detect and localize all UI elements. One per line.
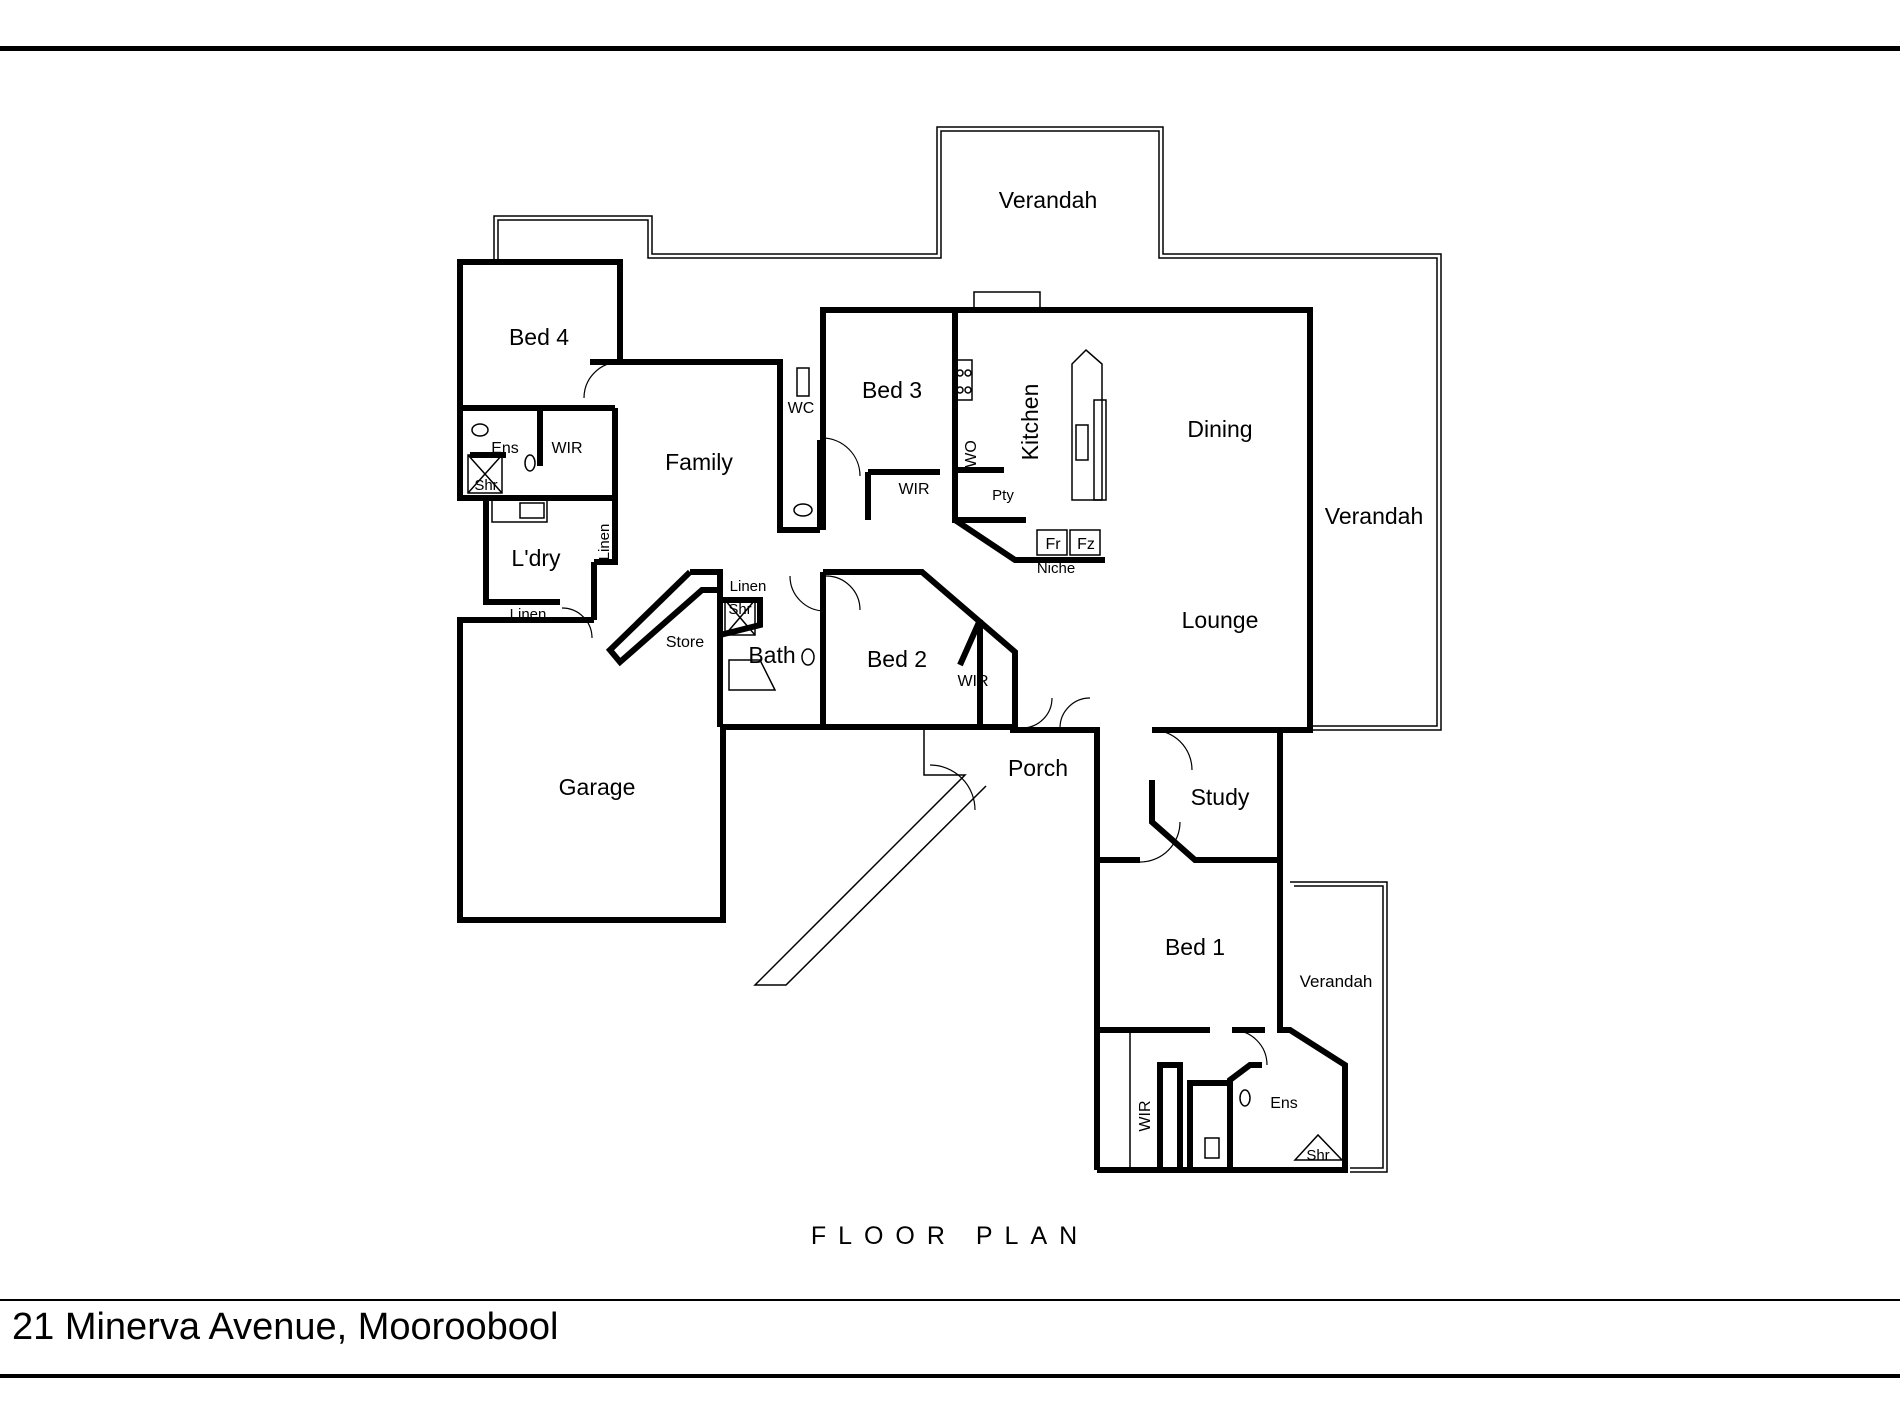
verandah-outlines: [493, 126, 1442, 1173]
label-wir-bed3: WIR: [898, 481, 929, 498]
label-shr-bed4: Shr: [474, 477, 497, 494]
label-fz: Fz: [1077, 536, 1095, 553]
label-store: Store: [666, 634, 704, 651]
label-ens-bed1: Ens: [1270, 1095, 1298, 1112]
floor-plan-caption: FLOOR PLAN: [810, 1222, 1090, 1250]
label-garage: Garage: [559, 774, 636, 800]
label-shr-bed1: Shr: [1306, 1147, 1329, 1164]
label-bed2: Bed 2: [867, 646, 927, 672]
label-bed1: Bed 1: [1165, 934, 1225, 960]
label-family: Family: [665, 449, 733, 475]
label-verandah-top: Verandah: [999, 187, 1097, 213]
label-linen-laundry-bottom: Linen: [510, 606, 547, 623]
label-niche: Niche: [1037, 560, 1075, 577]
label-ens-bed4: Ens: [491, 440, 519, 457]
label-wir-bed1: WIR: [1137, 1100, 1154, 1131]
label-wo: WO: [963, 440, 980, 468]
label-verandah-right: Verandah: [1325, 503, 1423, 529]
walls: [457, 259, 1348, 1173]
label-study: Study: [1191, 784, 1250, 810]
label-porch: Porch: [1008, 755, 1068, 781]
label-laundry: L'dry: [511, 545, 561, 571]
label-lounge: Lounge: [1182, 607, 1259, 633]
label-dining: Dining: [1187, 416, 1252, 442]
label-shr-bath: Shr: [728, 601, 751, 618]
top-rule: [0, 46, 1900, 51]
label-wir-bed4: WIR: [551, 440, 582, 457]
label-verandah-bed1: Verandah: [1300, 972, 1373, 991]
label-kitchen: Kitchen: [1017, 384, 1043, 461]
label-linen-bath: Linen: [730, 578, 767, 595]
label-bed3: Bed 3: [862, 377, 922, 403]
fixtures: [459, 320, 1344, 1170]
footer-top-rule: [0, 1299, 1900, 1301]
room-labels: Verandah Verandah Verandah Bed 4 Ens WIR…: [474, 187, 1423, 1164]
label-pty: Pty: [992, 487, 1014, 504]
label-fr: Fr: [1045, 536, 1061, 553]
label-bed4: Bed 4: [509, 324, 569, 350]
label-linen-laundry-side: Linen: [596, 524, 613, 561]
label-wir-bed2: WIR: [957, 673, 988, 690]
label-bath: Bath: [748, 642, 795, 668]
door-swings: [561, 361, 1268, 1066]
footer-bottom-rule: [0, 1374, 1900, 1378]
property-address: 21 Minerva Avenue, Mooroobool: [12, 1306, 559, 1348]
label-wc: WC: [788, 400, 815, 417]
